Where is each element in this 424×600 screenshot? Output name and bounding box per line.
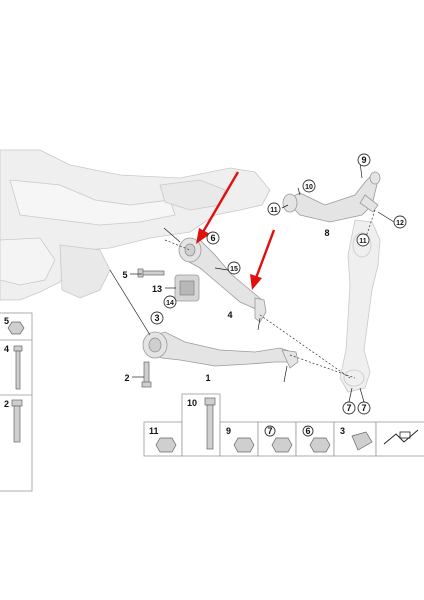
svg-text:2: 2 [124,373,129,383]
callout-6: 6 [206,231,220,245]
svg-text:12: 12 [396,220,404,227]
svg-text:11: 11 [149,426,159,436]
leader-lines [109,161,376,379]
callout-11-lower: 11 [356,233,370,247]
svg-text:14: 14 [166,300,174,307]
tension-strut [178,237,267,331]
svg-text:8: 8 [324,228,329,238]
bolt-2-hardware [141,361,152,388]
callout-13: 13 [152,284,162,294]
callout-8: 8 [324,228,329,238]
svg-text:9: 9 [226,426,231,436]
svg-text:3: 3 [340,426,345,436]
svg-text:4: 4 [227,310,232,320]
svg-text:15: 15 [230,266,238,273]
svg-text:10: 10 [187,398,197,408]
svg-text:7: 7 [267,426,272,436]
svg-text:2: 2 [4,399,9,409]
bolt-5-hardware [137,268,165,278]
svg-text:6: 6 [210,233,215,243]
svg-text:10: 10 [305,184,313,191]
callout-4: 4 [227,310,232,320]
callout-9: 9 [357,153,371,167]
svg-text:9: 9 [361,155,366,165]
svg-text:5: 5 [4,316,9,326]
callout-7-right: 7 [357,387,371,415]
rubber-mount [174,274,200,302]
svg-text:4: 4 [4,344,9,354]
callout-15: 15 [214,261,241,275]
legend-left: 5 4 2 [0,312,33,492]
steering-knuckle [339,219,381,393]
callout-1: 1 [205,373,210,383]
callout-3: 3 [150,311,164,325]
svg-text:6: 6 [305,426,310,436]
svg-text:11: 11 [359,238,367,245]
callout-12: 12 [377,211,407,229]
red-arrow-upper [196,171,240,244]
legend-bottom: 11 10 9 7 6 3 [143,393,424,457]
callout-5: 5 [122,270,127,280]
upper-control-arm [282,171,381,223]
svg-text:13: 13 [152,284,162,294]
svg-text:7: 7 [361,403,366,413]
callout-2: 2 [124,373,129,383]
red-arrow-lower [250,229,276,290]
svg-text:11: 11 [270,207,278,214]
callout-10: 10 [302,179,316,193]
svg-text:1: 1 [205,373,210,383]
lower-control-arm [142,331,299,383]
svg-text:5: 5 [122,270,127,280]
front-subframe [0,149,271,301]
svg-text:3: 3 [154,313,159,323]
svg-text:7: 7 [346,403,351,413]
callout-11-upper: 11 [267,202,281,216]
callout-7-left: 7 [342,387,356,415]
callout-14: 14 [163,295,177,309]
